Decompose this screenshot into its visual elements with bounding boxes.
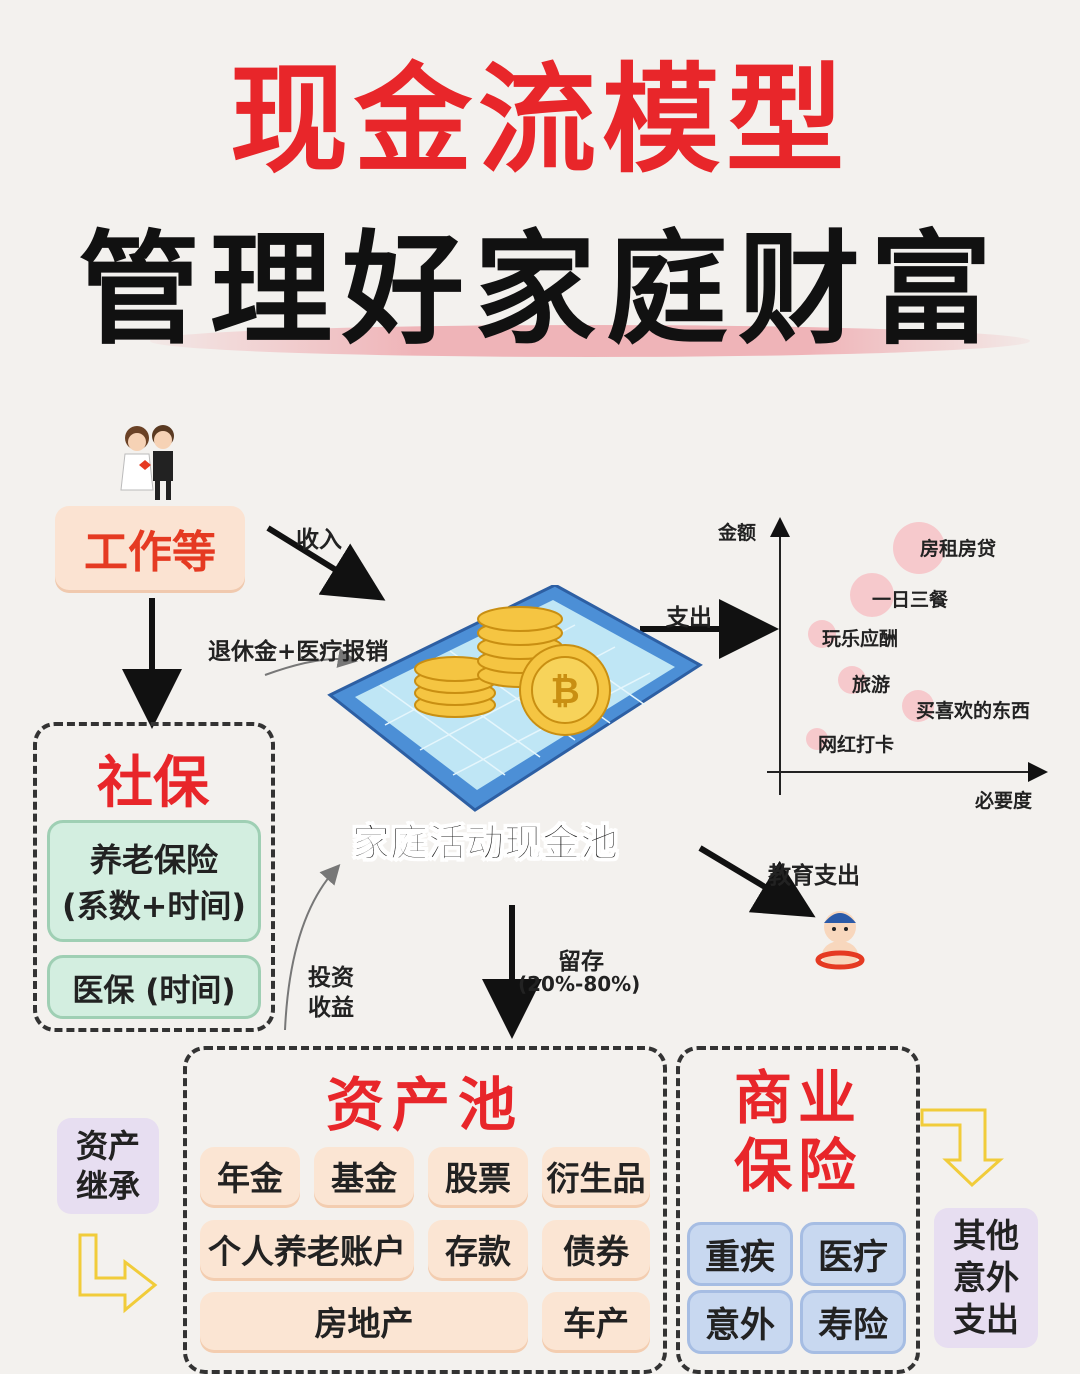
social-insurance-group [33, 722, 275, 1032]
chart-x-axis-label: 必要度 [975, 790, 1033, 812]
other-expense-card: 其他 意外 支出 [934, 1208, 1038, 1348]
pension-medical-label: 退休金+医疗报销 [208, 639, 389, 665]
insurance-item: 重疾 [687, 1222, 793, 1286]
scatter-point [806, 728, 828, 750]
pension-insurance-label: 养老保险 [89, 841, 218, 879]
scatter-point [902, 690, 934, 722]
asset-inheritance-line2: 继承 [75, 1167, 140, 1205]
scatter-label: 玩乐应酬 [822, 628, 899, 650]
social-insurance-title: 社保 [97, 751, 209, 816]
scatter-label: 网红打卡 [818, 734, 895, 756]
asset-item: 年金 [200, 1147, 300, 1205]
expense-label: 支出 [666, 605, 712, 631]
asset-inheritance-line1: 资产 [75, 1127, 140, 1165]
commercial-insurance-title-line1: 商业 [733, 1064, 862, 1132]
asset-item: 存款 [428, 1220, 528, 1278]
scatter-label: 买喜欢的东西 [916, 700, 1031, 722]
scatter-point [838, 666, 866, 694]
asset-item: 衍生品 [542, 1147, 650, 1205]
asset-item: 车产 [542, 1292, 650, 1350]
other-expense-line3: 支出 [953, 1300, 1019, 1339]
commercial-insurance-title: 商业 保险 [676, 1064, 920, 1200]
child-education-icon [815, 911, 865, 970]
income-label: 收入 [296, 527, 342, 553]
scatter-label: 一日三餐 [872, 589, 949, 611]
chart-y-axis-label: 金额 [718, 522, 757, 544]
asset-item: 债券 [542, 1220, 650, 1278]
education-expense-label: 教育支出 [768, 863, 860, 889]
pension-insurance-card: 养老保险 (系数+时间) [47, 820, 261, 942]
medical-insurance-card: 医保 (时间) [47, 955, 261, 1019]
scatter-point [808, 620, 836, 648]
svg-text:₿: ₿ [550, 671, 579, 712]
asset-item: 房地产 [200, 1292, 528, 1350]
other-expense-line1: 其他 [953, 1216, 1019, 1255]
scatter-label: 旅游 [852, 674, 891, 696]
cash-pool-illustration: ₿ [327, 585, 703, 812]
asset-item: 个人养老账户 [200, 1220, 414, 1278]
page-subtitle: 管理好家庭财富 [78, 219, 1002, 361]
invest-label-2: 收益 [308, 995, 354, 1021]
pension-insurance-formula: (系数+时间) [61, 887, 247, 925]
asset-pool-title: 资产池 [325, 1071, 524, 1139]
scatter-label: 房租房贷 [920, 538, 997, 560]
insurance-item: 寿险 [800, 1290, 906, 1354]
asset-item: 基金 [314, 1147, 414, 1205]
other-expense-line2: 意外 [953, 1258, 1019, 1297]
commercial-insurance-title-line2: 保险 [733, 1132, 862, 1200]
retain-ratio-label: (20%-80%) [518, 972, 641, 996]
work-income-source: 工作等 [55, 506, 245, 590]
insurance-item: 医疗 [800, 1222, 906, 1286]
invest-label-1: 投资 [308, 965, 354, 991]
couple-icon [120, 425, 174, 500]
asset-item: 股票 [428, 1147, 528, 1205]
title-brush-stroke [150, 325, 1030, 357]
retain-label: 留存 [558, 949, 604, 975]
insurance-item: 意外 [687, 1290, 793, 1354]
asset-inheritance-card: 资产 继承 [57, 1118, 159, 1214]
page-title: 现金流模型 [229, 51, 850, 189]
scatter-point [850, 573, 894, 617]
cash-pool-label: 家庭活动现金池 [351, 821, 619, 866]
scatter-point [893, 522, 945, 574]
